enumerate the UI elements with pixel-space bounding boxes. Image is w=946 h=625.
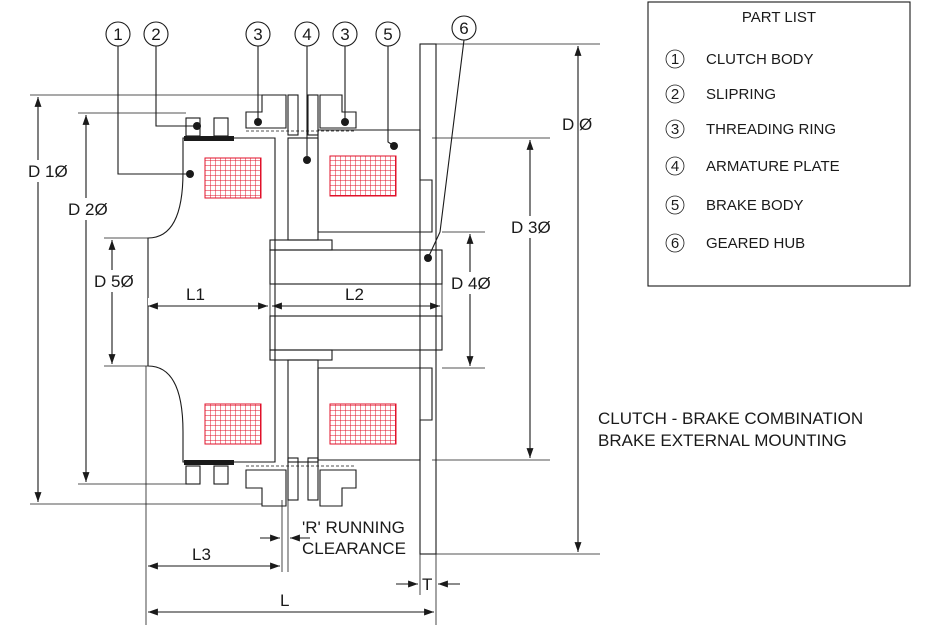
svg-text:CLUTCH BODY: CLUTCH BODY (706, 51, 814, 68)
svg-text:3: 3 (253, 25, 262, 44)
callout-6: 6 (451, 15, 477, 41)
part-list-heading: PART LIST (742, 9, 816, 26)
dim-d: D Ø (562, 115, 592, 134)
clutch-coil (204, 157, 262, 445)
svg-text:BRAKE BODY: BRAKE BODY (706, 197, 804, 214)
svg-text:1: 1 (671, 51, 679, 68)
callout-3-left: 3 (245, 21, 271, 47)
svg-text:3: 3 (340, 25, 349, 44)
dim-d2: D 2Ø (68, 200, 108, 219)
part-list-item: 4 ARMATURE PLATE (665, 156, 840, 176)
part-list-item: 3 THREADING RING (665, 119, 836, 139)
dim-d4: D 4Ø (451, 274, 491, 293)
svg-text:5: 5 (671, 197, 679, 214)
svg-text:5: 5 (383, 25, 392, 44)
svg-text:4: 4 (671, 158, 679, 175)
svg-text:4: 4 (302, 25, 311, 44)
drawing-title-line1: CLUTCH - BRAKE COMBINATION (598, 409, 863, 428)
callout-2: 2 (143, 21, 169, 47)
threading-ring (245, 94, 357, 507)
svg-text:1: 1 (113, 25, 122, 44)
dim-d3: D 3Ø (511, 218, 551, 237)
callout-3-right: 3 (332, 21, 358, 47)
callout-5: 5 (375, 21, 401, 47)
clutch-body (147, 137, 276, 463)
extension-lines (30, 43, 600, 625)
dim-l2: L2 (345, 285, 364, 304)
armature-plate (287, 94, 319, 501)
callout-1: 1 (105, 21, 131, 47)
svg-text:GEARED HUB: GEARED HUB (706, 235, 805, 252)
part-list-item: 5 BRAKE BODY (665, 195, 804, 215)
geared-hub (269, 239, 443, 361)
dim-l3: L3 (192, 545, 211, 564)
leader-lines (117, 39, 465, 262)
clearance-label-line2: CLEARANCE (302, 539, 406, 558)
svg-text:6: 6 (459, 19, 468, 38)
svg-text:6: 6 (671, 235, 679, 252)
brake-flange (419, 43, 437, 555)
part-list: PART LIST 1 CLUTCH BODY 2 SLIPRING 3 THR… (647, 1, 911, 287)
brake-coil (329, 155, 397, 445)
dim-d1: D 1Ø (28, 162, 68, 181)
clearance-label-line1: 'R' RUNNING (302, 518, 405, 537)
part-list-item: 6 GEARED HUB (665, 233, 805, 253)
dim-d5: D 5Ø (94, 272, 134, 291)
dim-l: L (280, 591, 289, 610)
dim-t: T (422, 575, 432, 594)
part-list-item: 2 SLIPRING (665, 84, 776, 104)
svg-text:2: 2 (151, 25, 160, 44)
part-list-item: 1 CLUTCH BODY (665, 49, 814, 69)
dim-l1: L1 (186, 285, 205, 304)
svg-text:3: 3 (671, 121, 679, 138)
slipring (184, 117, 234, 485)
svg-text:SLIPRING: SLIPRING (706, 86, 776, 103)
svg-text:THREADING RING: THREADING RING (706, 121, 836, 138)
svg-text:2: 2 (671, 86, 679, 103)
drawing-title-line2: BRAKE EXTERNAL MOUNTING (598, 431, 847, 450)
callout-4: 4 (294, 21, 320, 47)
svg-text:ARMATURE PLATE: ARMATURE PLATE (706, 158, 840, 175)
